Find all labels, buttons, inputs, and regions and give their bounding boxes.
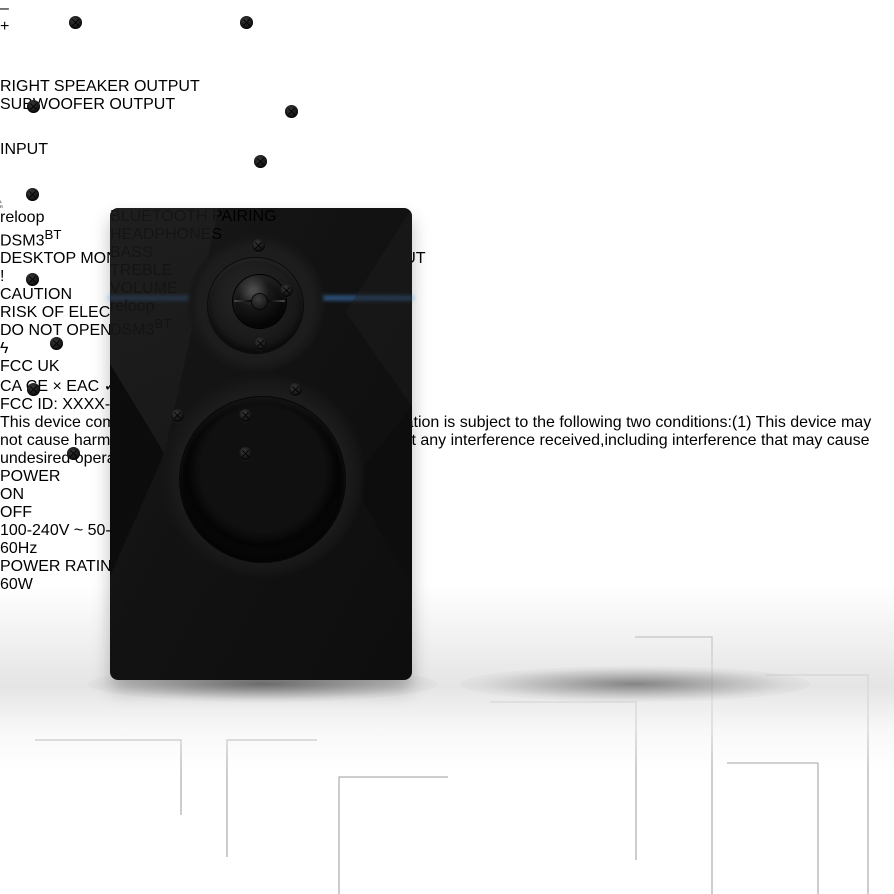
brand-wordmark: reloop xyxy=(0,209,45,226)
input-bracket-tick xyxy=(0,159,9,160)
screw-icon xyxy=(27,383,40,396)
line-right-speaker xyxy=(727,762,819,894)
caution-title: CAUTION xyxy=(0,286,72,304)
screw-icon xyxy=(26,188,39,201)
input-bracket-tick xyxy=(0,180,9,181)
screw-icon xyxy=(252,239,265,252)
screw-icon xyxy=(280,284,293,297)
on-label: ON xyxy=(0,486,24,504)
model-name: DSM xyxy=(0,232,36,250)
input-bracket xyxy=(0,181,1,199)
eac-logo: EAC xyxy=(66,378,100,396)
screw-icon xyxy=(289,383,302,396)
model-suffix: BT xyxy=(44,227,62,242)
right-speaker-output-label: RIGHT SPEAKER OUTPUT xyxy=(0,78,200,95)
input-bracket xyxy=(0,160,1,180)
model-number: 3 xyxy=(35,232,45,250)
channel-right-label: R xyxy=(0,204,3,209)
screw-icon xyxy=(67,447,80,460)
screw-icon xyxy=(239,447,252,460)
warning-triangle-icon: ! xyxy=(0,268,5,286)
screw-icon xyxy=(69,16,82,29)
voltage-label: 100-240V ~ 50-60Hz xyxy=(0,522,111,558)
caution-line2: DO NOT OPEN xyxy=(0,322,112,340)
screw-icon xyxy=(254,337,267,350)
power-label: POWER xyxy=(0,468,61,486)
channel-left-label: L xyxy=(0,199,3,204)
reloop-logo: reloop xyxy=(0,209,894,227)
model-text: DSM3BT xyxy=(0,227,894,250)
screw-icon xyxy=(27,100,40,113)
screw-icon xyxy=(26,273,39,286)
tweeter-dome xyxy=(252,294,267,309)
fcc-id: FCC ID: XXXX-XXX xyxy=(0,396,143,414)
screw-icon xyxy=(240,16,253,29)
subwoofer-output-label: SUBWOOFER OUTPUT xyxy=(0,96,176,113)
screw-icon xyxy=(254,155,267,168)
screw-icon xyxy=(50,337,63,350)
front-speaker: BLUETOOTH PAIRING HEADPHONES BASS TREBLE… xyxy=(110,208,412,680)
minus-sign: – xyxy=(0,0,9,17)
woofer-surround xyxy=(180,397,345,562)
subwoofer-bracket xyxy=(0,115,1,141)
plus-sign: + xyxy=(0,18,10,35)
caution-text: CAUTION RISK OF ELECTRIC SHOCK DO NOT OP… xyxy=(0,286,894,340)
woofer-cone xyxy=(203,420,322,539)
back-speaker-shadow xyxy=(460,666,810,702)
screw-icon xyxy=(171,409,184,422)
screw-icon xyxy=(239,409,252,422)
off-label: OFF xyxy=(0,504,32,522)
weee-bin-icon: × xyxy=(52,378,62,396)
terminal-bracket xyxy=(0,36,1,76)
line-woofer xyxy=(338,776,448,894)
input-label: INPUT xyxy=(0,141,48,158)
screw-icon xyxy=(285,105,298,118)
fcc-logo: FCC xyxy=(0,358,33,376)
caution-box: ! CAUTION RISK OF ELECTRIC SHOCK DO NOT … xyxy=(0,268,894,358)
lightning-triangle-icon: ϟ xyxy=(0,340,9,358)
